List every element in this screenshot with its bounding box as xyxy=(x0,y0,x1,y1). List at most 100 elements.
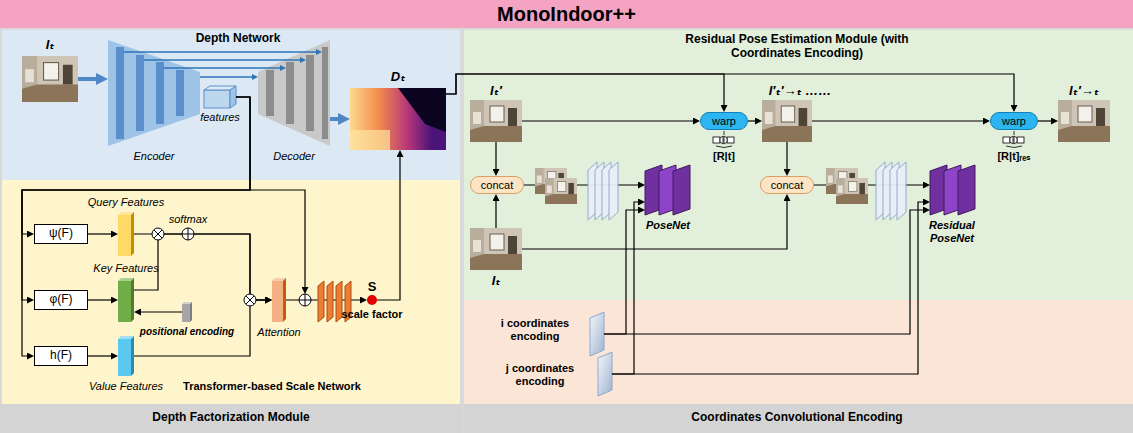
decoder-shape xyxy=(306,55,314,131)
connector xyxy=(78,77,96,81)
encoder-shape xyxy=(108,40,200,146)
depth-map-image xyxy=(350,88,446,150)
connector xyxy=(134,300,265,356)
warp-op-text: warp xyxy=(1002,115,1026,128)
connector xyxy=(1038,120,1051,121)
conv-layers xyxy=(318,281,324,322)
connector xyxy=(88,299,111,300)
skip-connection xyxy=(124,51,316,53)
decoder-shape xyxy=(266,70,274,116)
block-label: positional encoding xyxy=(140,326,234,338)
connector xyxy=(200,76,252,78)
network-panel: IₜEncoderfeaturesDecoderDₜDepth Network xyxy=(2,30,460,180)
query-block xyxy=(118,212,134,256)
residual-posenet-block: Residual PoseNet xyxy=(930,165,975,215)
block-label: Decoder xyxy=(273,150,315,163)
block-label: j coordinates encoding xyxy=(495,362,585,387)
connector xyxy=(446,74,724,105)
query-block xyxy=(131,212,134,256)
panel-backgrounds xyxy=(2,30,460,180)
camera-pose-icon xyxy=(1017,137,1024,143)
attention-block-shape xyxy=(272,278,286,322)
projection-box: φ(F) xyxy=(34,290,88,310)
module-panel: IₜEncoderfeaturesDecoderDₜDepth Networkψ… xyxy=(0,30,462,433)
feature-residual-wire xyxy=(250,190,305,287)
posenet-layers xyxy=(645,165,975,215)
value-block xyxy=(118,336,134,376)
operator-symbol xyxy=(246,296,254,304)
conv-layers xyxy=(327,281,333,322)
camera-pose-icon xyxy=(724,131,725,135)
pose-label: [R|t] xyxy=(713,150,735,163)
scale-symbol: S xyxy=(368,280,377,295)
query-block xyxy=(118,215,131,256)
connector xyxy=(522,120,693,121)
image-label: Iₜ xyxy=(46,38,55,53)
stacked-images xyxy=(535,168,868,204)
feature-planes xyxy=(897,162,906,220)
feature-cube: features xyxy=(204,86,236,108)
panel-label: Depth Factorization Module xyxy=(152,411,309,425)
panel-label: Coordinates Convolutional Encoding xyxy=(691,411,902,425)
operator-symbol xyxy=(182,228,194,240)
decoder-shape xyxy=(322,47,328,139)
camera-pose-icon xyxy=(1014,131,1015,135)
block-label: Value Features xyxy=(89,380,163,393)
panel-backgrounds xyxy=(2,180,460,404)
feature-planes xyxy=(588,162,906,220)
connector xyxy=(612,202,638,374)
skip-connection xyxy=(124,52,316,68)
connector xyxy=(22,97,250,300)
key-block xyxy=(118,278,134,322)
feature-planes xyxy=(609,162,618,220)
connector xyxy=(522,201,787,249)
depth-map-image xyxy=(350,130,390,150)
camera-pose-icon xyxy=(1003,137,1010,143)
coordinate-map xyxy=(590,312,604,356)
image-label: Dₜ xyxy=(391,70,405,85)
attention-block-shape xyxy=(283,278,286,322)
coordinate-map xyxy=(590,312,612,396)
decoder-shape xyxy=(258,40,330,146)
image-label: Iₜ xyxy=(492,274,501,289)
feature-cube-shape xyxy=(204,90,230,108)
camera-pose-icon xyxy=(713,131,1024,148)
panel-label: Residual Pose Estimation Module (with Co… xyxy=(672,33,922,61)
image-label: I′ₜ′→ₜ …… xyxy=(769,84,832,99)
operator-symbol xyxy=(152,228,164,240)
block-label: PoseNet xyxy=(646,219,690,232)
coords-map: j coordinates encoding xyxy=(598,352,612,396)
camera-pose-icon xyxy=(724,136,727,144)
encoder-shape xyxy=(116,47,124,139)
block-label: scale factor xyxy=(341,308,402,321)
stacked-images xyxy=(836,178,868,204)
title-bar xyxy=(0,0,1133,28)
operator-symbol xyxy=(182,228,194,240)
connector xyxy=(377,157,400,300)
pose-label: [R|t]ᵣₑₛ xyxy=(997,150,1030,163)
scale-factor: Sscale factor xyxy=(367,295,377,305)
posenet-layers xyxy=(958,165,975,215)
connector xyxy=(786,142,787,169)
camera-pose-icon xyxy=(727,137,734,143)
attention-block: Attention xyxy=(272,278,286,322)
warp-op: warp xyxy=(700,112,748,130)
operator-symbol xyxy=(244,294,256,306)
input-image: Iₜ′ xyxy=(470,100,522,142)
posenet-block: PoseNet xyxy=(645,165,690,215)
block-label: Key Features xyxy=(93,262,158,275)
camera-pose-icon xyxy=(1010,136,1013,144)
panel-label: Depth Network xyxy=(196,32,281,46)
scale-network-panel: ψ(F)Query Featuresφ(F)Key Featurespositi… xyxy=(2,180,460,404)
value-block xyxy=(131,336,134,376)
input-image: Iₜ xyxy=(470,228,522,270)
feature-cube-shape xyxy=(230,86,236,108)
panel-backgrounds xyxy=(0,30,462,433)
connector xyxy=(141,311,182,312)
key-block xyxy=(131,278,134,322)
warp-op: warp xyxy=(990,112,1038,130)
connector xyxy=(88,355,111,356)
query-features: Query Features xyxy=(118,212,134,256)
camera-pose-icon xyxy=(720,136,723,144)
